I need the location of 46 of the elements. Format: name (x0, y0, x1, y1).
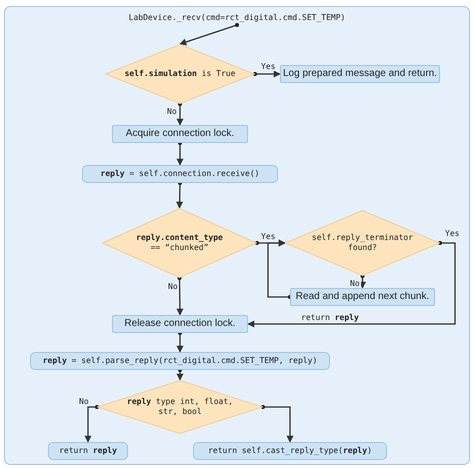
decision-diamond (105, 44, 255, 104)
flow-arrow (176, 368, 184, 381)
edge-label: No (78, 397, 90, 406)
condition-text: reply.content_type == “chunked” (135, 233, 224, 253)
flow-arrow (176, 141, 184, 166)
process-box (112, 125, 248, 143)
flow-arrow (176, 181, 184, 209)
flow-arrow (359, 274, 366, 289)
process-box (193, 442, 387, 460)
process-box (290, 288, 435, 306)
step-text: return self.cast_reply_type(reply) (208, 446, 372, 456)
edge-label: No (166, 107, 178, 116)
flow-arrow (247, 241, 456, 328)
condition-text: reply type int, float, str, bool (127, 397, 233, 417)
step-text: Read and append next chunk. (296, 291, 430, 303)
step-text: reply = self.parse_reply(rct_digital.cmd.SET_TEMP, reply) (42, 356, 318, 366)
decision-diamond (97, 380, 263, 434)
step-text: Log prepared message and return. (283, 68, 437, 80)
flow-arrow (176, 331, 184, 353)
condition-text: self.reply_terminator found? (310, 233, 414, 253)
flow-arrow (267, 240, 292, 299)
edge-label: No (349, 279, 361, 288)
flow-arrow (84, 405, 99, 443)
flow-arrow (261, 405, 294, 443)
process-box (48, 442, 128, 460)
step-text: return reply (59, 446, 117, 456)
edge-label: No (167, 282, 179, 291)
flow-arrow (253, 70, 281, 78)
step-text: Acquire connection lock. (126, 128, 234, 140)
flow-arrow (176, 102, 184, 126)
return-label: return reply (300, 313, 360, 322)
process-box (82, 165, 278, 183)
function-call-text: LabDevice._recv(cmd=rct_digital.cmd.SET_TEMP) (128, 13, 346, 23)
edge-label: Yes (260, 62, 276, 71)
decision-diamond (102, 208, 257, 278)
process-box (280, 65, 440, 83)
process-box (30, 352, 330, 370)
flow-arrow (179, 23, 239, 46)
edge-label: Yes (260, 232, 276, 241)
edge-label: Yes (444, 229, 460, 238)
flow-arrow (176, 276, 184, 316)
step-text: Release connection lock. (124, 318, 236, 330)
step-text: reply = self.connection.receive() (100, 169, 260, 179)
process-box (112, 315, 248, 333)
decision-diamond (285, 210, 440, 276)
condition-text: self.simulation is True (124, 69, 236, 79)
